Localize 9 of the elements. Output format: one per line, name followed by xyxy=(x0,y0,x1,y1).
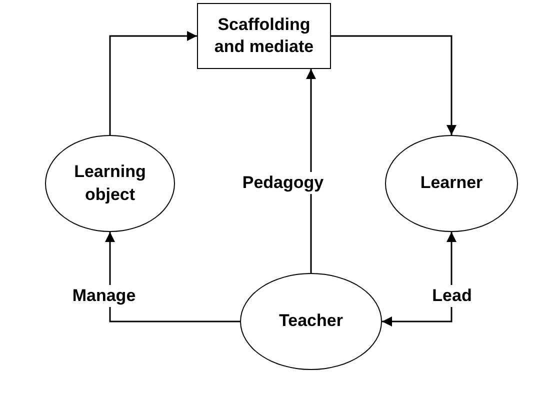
node-label: Learner xyxy=(420,172,483,194)
arrow xyxy=(306,69,316,273)
node-label: Learning object xyxy=(73,161,147,206)
process-box xyxy=(197,3,331,69)
arrow xyxy=(105,232,240,322)
arrow xyxy=(331,35,456,135)
arrow xyxy=(109,31,197,135)
node-label: Teacher xyxy=(279,310,343,332)
node-label: Scaffolding and mediate xyxy=(213,14,315,58)
